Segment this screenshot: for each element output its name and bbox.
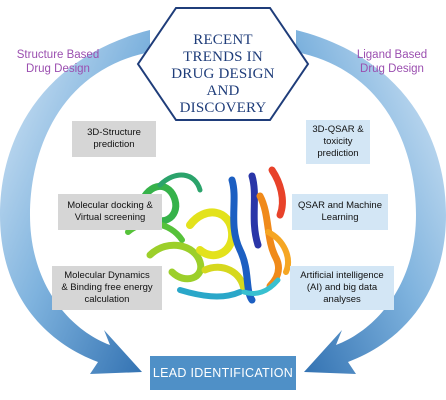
box-text-line: 3D-Structure — [87, 127, 141, 138]
box-text-line: prediction — [317, 148, 359, 159]
title-hexagon — [136, 7, 310, 121]
ligand-based-title-line: Drug Design — [360, 63, 424, 75]
ligand-based-title: Ligand Based Drug Design — [338, 48, 446, 76]
center-title-line: TRENDS IN — [183, 49, 263, 65]
box-text-line: analyses — [323, 294, 361, 305]
ligand-based-title-line: Ligand Based — [356, 49, 428, 61]
box-text-line: Molecular Dynamics — [64, 270, 150, 281]
box-text-line: Molecular docking & — [67, 200, 153, 211]
qsar-toxicity-box: 3D-QSAR & toxicity prediction — [306, 120, 370, 164]
left-curved-arrow — [0, 30, 150, 374]
center-title-line: DISCOVERY — [179, 100, 267, 116]
structure-based-title: Structure Based Drug Design — [2, 48, 114, 76]
box-text-line: Artificial intelligence — [300, 270, 384, 281]
box-text-line: & Binding free energy — [61, 282, 153, 293]
structure-based-title-line: Structure Based — [16, 49, 100, 61]
box-text-line: calculation — [84, 294, 130, 305]
qsar-ml-box: QSAR and Machine Learning — [292, 194, 388, 230]
structure-based-title-line: Drug Design — [26, 63, 90, 75]
box-text-line: prediction — [93, 139, 135, 150]
center-title-line: RECENT — [193, 32, 253, 48]
center-title-line: DRUG DESIGN — [171, 66, 275, 82]
docking-screening-box: Molecular docking & Virtual screening — [58, 194, 162, 230]
box-text-line: QSAR and Machine — [298, 200, 382, 211]
box-text-line: Learning — [321, 212, 359, 223]
box-text-line: Virtual screening — [74, 212, 146, 223]
molecular-dynamics-box: Molecular Dynamics & Binding free energy… — [52, 266, 162, 310]
box-text-line: (AI) and big data — [306, 282, 378, 293]
center-title: RECENT TRENDS IN DRUG DESIGN AND DISCOVE… — [148, 32, 298, 117]
structure-prediction-box: 3D-Structure prediction — [72, 121, 156, 157]
box-text-line: toxicity — [323, 136, 353, 147]
lead-identification-box: LEAD IDENTIFICATION — [150, 356, 296, 390]
box-text-line: 3D-QSAR & — [312, 124, 364, 135]
ai-big-data-box: Artificial intelligence (AI) and big dat… — [290, 266, 394, 310]
center-title-line: AND — [206, 83, 240, 99]
right-curved-arrow — [296, 30, 446, 374]
